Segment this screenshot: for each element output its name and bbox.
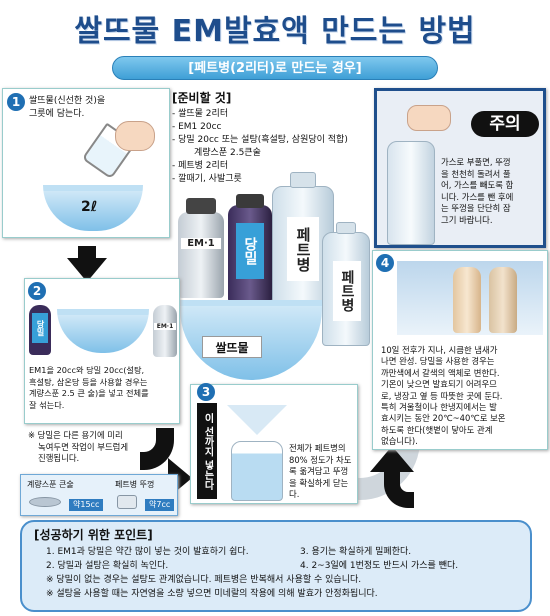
step2-line: 계량스푼 2.5 큰 술)을 넣고 전체를 xyxy=(29,388,149,399)
step4-photo xyxy=(397,261,543,335)
subtitle-banner: [페트병(2리터)로 만드는 경우] xyxy=(112,56,438,80)
pet-bottle-small-label: 페트병 xyxy=(333,261,361,321)
step4-bottle-1 xyxy=(453,267,481,333)
tip-item: 1. EM1과 당밀은 약간 많이 넣는 것이 발효하기 쉽다. xyxy=(46,547,249,557)
step3-line: 록 옮겨담고 뚜껑 xyxy=(289,466,349,477)
tip-item: 3. 용기는 확실하게 밀폐한다. xyxy=(300,547,412,557)
caution-panel: 주의 가스로 부풀면, 뚜껑 을 천천히 돌려서 풀 어, 가스를 빼도록 합 … xyxy=(374,88,546,248)
step2-panel: 2 당밀 EM·1 EM1을 20cc와 당밀 20cc(설탕, 흑설탕, 삼온… xyxy=(24,278,180,424)
note-line: ※ 당밀은 다른 용기에 미리 xyxy=(28,430,123,440)
step4-line: 로, 냉장고 옆 등 따뜻한 곳에 둔다. xyxy=(381,390,503,401)
caution-text: 가스로 부풀면, 뚜껑 을 천천히 돌려서 풀 어, 가스를 빼도록 합 니다.… xyxy=(441,157,545,226)
prep-item: - EM1 20cc xyxy=(172,122,222,132)
em1-cap xyxy=(186,198,216,214)
step3-text: 전체가 페트병의 80% 정도가 차도 록 옮겨담고 뚜껑 을 확실하게 닫는 … xyxy=(289,443,357,501)
prep-item: - 당밀 20cc 또는 설탕(흑설탕, 삼원당이 적합) xyxy=(172,135,348,145)
step3-line: 전체가 페트병의 xyxy=(289,443,346,453)
curved-arrow-icon xyxy=(384,470,414,508)
step4-line: 하도록 한다(햇볕이 닿아도 관계 xyxy=(381,424,493,435)
step4-number: 4 xyxy=(376,254,394,272)
step4-line: 나면 완성. 당밀을 사용한 경우는 xyxy=(381,356,495,367)
molasses-note: ※ 당밀은 다른 용기에 미리 녹여두면 작업이 부드럽게 진행됩니다. xyxy=(28,430,178,465)
step4-text: 10일 전후가 지나, 시큼한 냄새가 나면 완성. 당밀을 사용한 경우는 까… xyxy=(381,345,547,448)
step2-number: 2 xyxy=(28,282,46,300)
step4-line: 기온이 낮으면 발효되기 어려우므 xyxy=(381,379,497,390)
page-title: 쌀뜨물 EM발효액 만드는 방법 xyxy=(74,14,476,49)
step2-em-bottle: EM·1 xyxy=(153,305,177,357)
step3-panel: 3 이 선까지 넣는다 전체가 페트병의 80% 정도가 차도 록 옮겨담고 뚜… xyxy=(190,383,358,504)
step2-em-label: EM·1 xyxy=(154,323,176,330)
pet-bottle-large-label: 페트병 xyxy=(287,217,319,281)
step1-text-1: 쌀뜨물(신선한 것)을 xyxy=(29,96,106,106)
basin-volume-label: 2ℓ xyxy=(81,199,98,215)
molasses-cap xyxy=(236,194,264,208)
spoon-value: 약15cc xyxy=(69,499,104,511)
prep-list: [준비할 것] - 쌀뜨물 2리터 - EM1 20cc - 당밀 20cc 또… xyxy=(172,92,362,186)
step2-molasses-label: 당밀 xyxy=(32,313,48,343)
step2-line: EM1을 20cc와 당밀 20cc(설탕, xyxy=(29,365,145,375)
step2-line: 잘 섞는다. xyxy=(29,399,65,410)
tips-panel: [성공하기 위한 포인트] 1. EM1과 당밀은 약간 많이 넣는 것이 발효… xyxy=(20,520,532,612)
em1-label: EM·1 xyxy=(181,238,221,249)
step2-bowl xyxy=(57,309,149,353)
caution-badge: 주의 xyxy=(471,111,539,137)
spoon-icon xyxy=(29,497,61,507)
pet-bottle-small-cap xyxy=(336,222,356,234)
step2-text: EM1을 20cc와 당밀 20cc(설탕, 흑설탕, 삼온당 등을 사용할 경… xyxy=(29,365,179,411)
step2-line: 흑설탕, 삼온당 등을 사용할 경우는 xyxy=(29,376,148,387)
caution-line: 어, 가스를 빼도록 합 xyxy=(441,180,514,190)
step1-panel: 1 쌀뜨물(신선한 것)을 그릇에 담는다. 2ℓ xyxy=(2,88,170,238)
tip-note: ※ 당밀이 없는 경우는 설탕도 관계없습니다. 페트병은 반복해서 사용할 수… xyxy=(46,575,362,585)
note-line: 진행됩니다. xyxy=(38,453,80,463)
step4-line: 특히 겨울철이나 한냉지에서는 발 xyxy=(381,402,497,413)
pet-bottle-small: 페트병 xyxy=(322,232,370,346)
pet-bottle-large-cap xyxy=(290,172,316,188)
rice-water-label: 쌀뜨물 xyxy=(202,336,262,358)
step3-line: 다. xyxy=(289,489,300,500)
funnel-icon xyxy=(227,405,287,435)
prep-title: [준비할 것] xyxy=(172,91,232,105)
caution-line: 는 뚜껑을 단단히 잠 xyxy=(441,203,511,213)
step3-number: 3 xyxy=(197,383,215,401)
prep-item: - 깔때기, 사발그릇 xyxy=(172,174,242,184)
fill-line-label: 이 선까지 넣는다 xyxy=(197,403,217,499)
measure-panel: 계량스푼 큰술 페트병 뚜껑 약15cc 약7cc xyxy=(20,474,178,516)
caution-line: 을 천천히 돌려서 풀 xyxy=(441,168,511,179)
step3-bottle xyxy=(231,441,283,501)
step4-panel: 4 10일 전후가 지나, 시큼한 냄새가 나면 완성. 당밀을 사용한 경우는… xyxy=(372,250,548,450)
hand-icon xyxy=(115,121,155,151)
caution-bottle xyxy=(387,141,435,245)
caution-line: 그기 바랍니다. xyxy=(441,214,493,225)
cap-label: 페트병 뚜껑 xyxy=(115,480,155,489)
molasses-bottle: 당밀 xyxy=(228,205,272,303)
tips-title: [성공하기 위한 포인트] xyxy=(34,528,153,542)
tip-item: 2. 당밀과 설탕은 확실히 녹인다. xyxy=(46,561,169,571)
tip-item: 4. 2~3일에 1번정도 반드시 가스를 뺀다. xyxy=(300,561,459,571)
step4-bottle-2 xyxy=(489,267,517,333)
tip-note: ※ 설탕을 사용할 때는 자연염을 소량 넣으면 미네랄의 작용에 의해 발효가… xyxy=(46,589,378,599)
step3-line: 을 확실하게 닫는 xyxy=(289,477,349,488)
step4-line: 없습니다). xyxy=(381,436,418,447)
caution-line: 니다. 가스를 뺀 후에 xyxy=(441,191,514,202)
caution-line: 가스로 부풀면, 뚜껑 xyxy=(441,157,511,167)
arrow-up-head-icon xyxy=(370,446,414,472)
step2-molasses-bottle: 당밀 xyxy=(29,305,51,355)
prep-item: - 쌀뜨물 2리터 xyxy=(172,109,229,119)
step3-line: 80% 정도가 차도 xyxy=(289,454,352,465)
step4-line: 효시키는 동안 20℃~40℃로 보온 xyxy=(381,413,506,424)
molasses-label: 당밀 xyxy=(236,223,264,279)
step4-line: 10일 전후가 지나, 시큼한 냄새가 xyxy=(381,345,498,355)
step1-text-2: 그릇에 담는다. xyxy=(29,109,85,119)
prep-item: 계량스푼 2.5큰술 xyxy=(194,148,261,158)
prep-item: - 페트병 2리터 xyxy=(172,161,229,171)
spoon-label: 계량스푼 큰술 xyxy=(27,480,74,489)
note-line: 녹여두면 작업이 부드럽게 xyxy=(38,441,129,452)
cap-value: 약7cc xyxy=(145,499,175,511)
step4-line: 까만색에서 갈색의 액체로 변한다. xyxy=(381,367,500,378)
em1-bottle: EM·1 xyxy=(178,212,224,298)
arrow-shaft-1 xyxy=(78,246,96,260)
cap-icon xyxy=(117,495,137,509)
step1-number: 1 xyxy=(7,93,25,111)
dropping-hand-icon xyxy=(407,105,451,131)
